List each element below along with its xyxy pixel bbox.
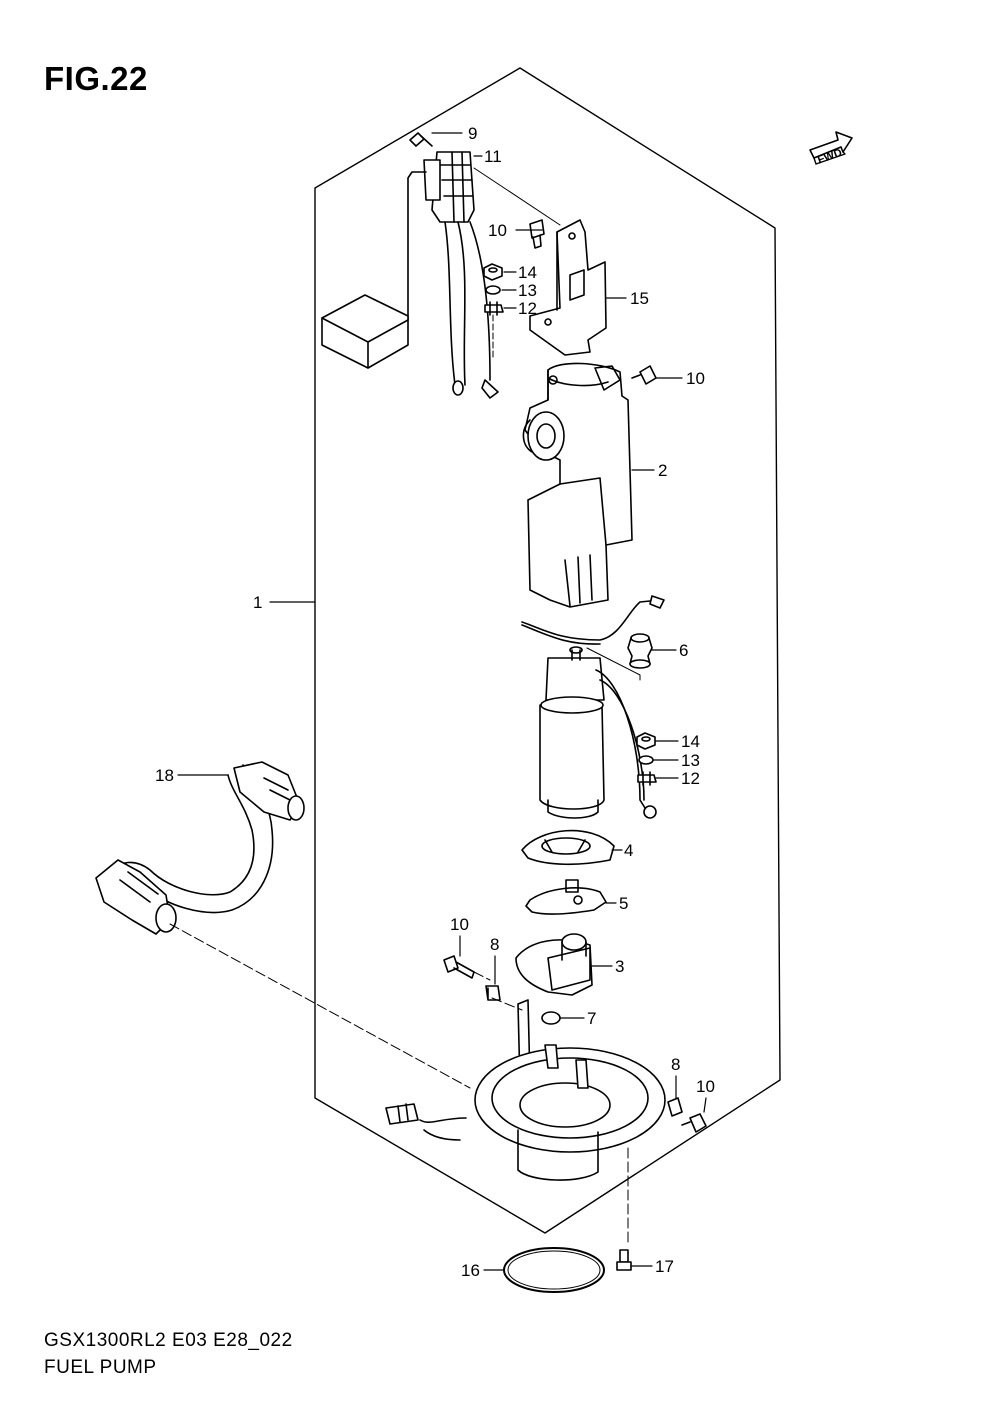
callout-17: 17: [655, 1257, 674, 1276]
clip-part-12-lower: [637, 771, 657, 786]
clip-part-12-upper: [484, 301, 504, 316]
callout-11: 11: [484, 147, 502, 166]
callout-12-lower: 12: [681, 769, 700, 788]
grommet-part-6: [627, 633, 653, 669]
callout-14-lower: 14: [681, 732, 700, 751]
callout-15: 15: [630, 289, 649, 308]
bolt-part-10-lower-left: [443, 955, 475, 979]
callout-18: 18: [155, 766, 174, 785]
screw-part-17: [616, 1249, 632, 1271]
fuel-pump-motor: [539, 646, 657, 819]
callout-13-upper: 13: [518, 281, 537, 300]
screw-part-9: [409, 132, 433, 147]
callout-labels: 1 9 11 10 14 13 12 15 10 2 6 14 13 12 4 …: [155, 124, 715, 1280]
callout-8-left: 8: [490, 935, 499, 954]
callout-14-upper: 14: [518, 263, 537, 282]
callout-13-lower: 13: [681, 751, 700, 770]
pump-housing-part-2: [522, 362, 633, 608]
washer-part-13-lower: [638, 755, 654, 765]
nut-part-14-lower: [636, 732, 656, 750]
callout-6: 6: [679, 641, 688, 660]
washer-part-13-upper: [485, 285, 501, 295]
o-ring-part-16: [503, 1247, 605, 1293]
fwd-arrow-icon: [809, 131, 853, 165]
clip-part-8-right: [667, 1097, 683, 1117]
callout-1: 1: [253, 593, 262, 612]
callout-3: 3: [615, 957, 624, 976]
callout-16: 16: [461, 1261, 480, 1280]
bolt-part-10-upper: [529, 219, 545, 249]
bracket-part-15: [529, 219, 607, 356]
regulator-part-3: [515, 933, 593, 996]
fuel-hose-part-18: [95, 761, 305, 935]
callout-12-upper: 12: [518, 299, 537, 318]
assembly-boundary: [314, 67, 781, 1234]
base-connector: [385, 1103, 419, 1125]
clip-part-8-left: [485, 985, 501, 1001]
alignment-lines: [169, 923, 629, 1245]
leader-lines: [177, 132, 707, 1271]
callout-10-upper: 10: [488, 221, 507, 240]
o-ring-part-7: [541, 1011, 561, 1025]
bolt-part-10-lower-right: [681, 1113, 707, 1133]
filter-holder-part-4: [521, 829, 615, 866]
figure-title: FIG.22: [44, 60, 148, 97]
bolt-part-10-side: [631, 365, 657, 385]
callout-10-side: 10: [686, 369, 705, 388]
base-plate: [419, 999, 666, 1181]
figure-caption: FUEL PUMP: [44, 1357, 157, 1378]
callout-2: 2: [658, 461, 667, 480]
plate-part-5: [525, 879, 607, 915]
callout-5: 5: [619, 894, 628, 913]
nut-part-14-upper: [483, 263, 503, 281]
callout-10-lower-right: 10: [696, 1077, 715, 1096]
model-code: GSX1300RL2 E03 E28_022: [44, 1330, 293, 1351]
callout-10-lower-left: 10: [450, 915, 469, 934]
callout-7: 7: [587, 1009, 596, 1028]
fuel-level-sender-part-11: [321, 151, 499, 399]
callout-9: 9: [468, 124, 477, 143]
callout-8-right: 8: [671, 1055, 680, 1074]
callout-4: 4: [624, 841, 633, 860]
pump-wire-harness: [521, 595, 665, 645]
